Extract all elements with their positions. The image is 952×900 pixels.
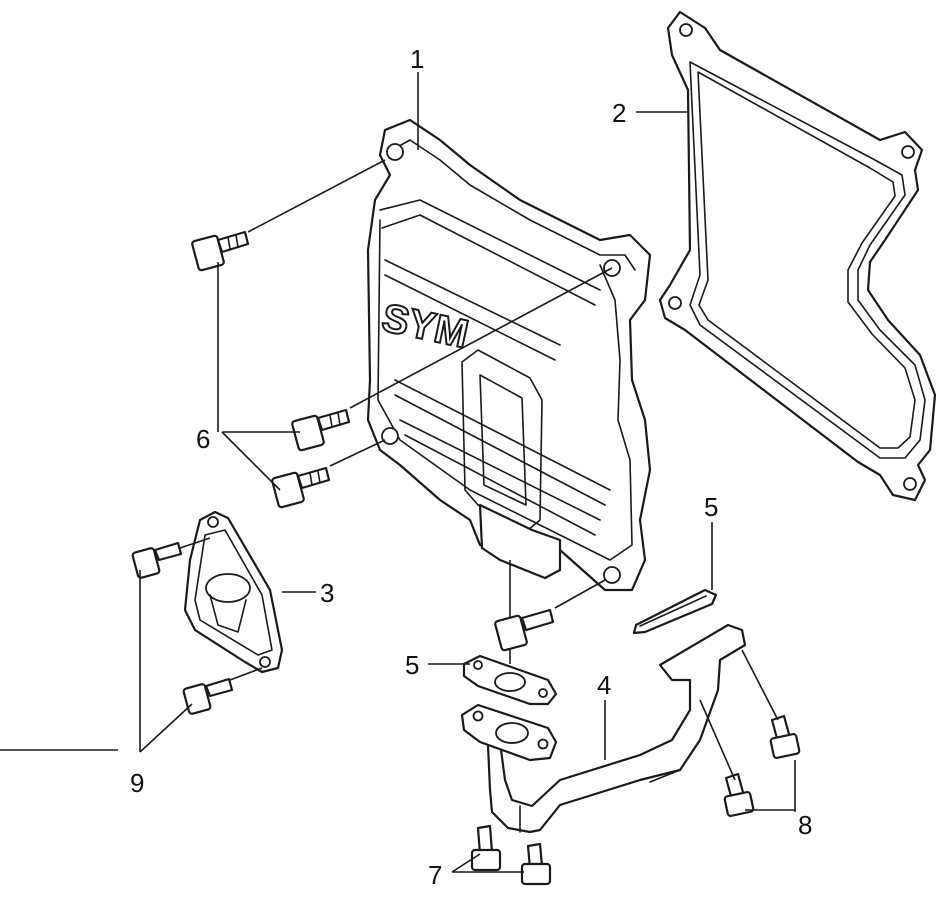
cylinder-head-cover-part-1: SYM: [366, 118, 652, 592]
callout-1: 1: [410, 44, 424, 74]
bolt-7-right: [520, 842, 552, 886]
bolt-9-bottom: [182, 677, 234, 715]
bolt-cover-bottom: [494, 608, 555, 652]
bolt-6-top: [191, 230, 250, 272]
gasket-part-2: [658, 10, 937, 502]
washer-part-5-lower: [462, 654, 558, 706]
bolt-7-left: [470, 824, 502, 872]
callout-3: 3: [320, 578, 334, 608]
callout-8: 8: [798, 810, 812, 840]
oil-pipe-part-4: [460, 623, 747, 834]
leader-lines: [0, 72, 796, 873]
callout-2: 2: [612, 98, 626, 128]
bolt-8-upper: [769, 714, 801, 760]
callout-7: 7: [428, 860, 442, 890]
callout-6: 6: [196, 424, 210, 454]
washer-part-5-upper: [632, 588, 718, 635]
side-cover-part-3: [183, 510, 284, 674]
callout-9: 9: [130, 768, 144, 798]
callout-4: 4: [597, 670, 611, 700]
bolt-6-middle: [291, 408, 351, 452]
bolt-6-bottom: [271, 466, 331, 509]
callout-5-lower: 5: [405, 650, 419, 680]
callout-5-upper: 5: [704, 492, 718, 522]
